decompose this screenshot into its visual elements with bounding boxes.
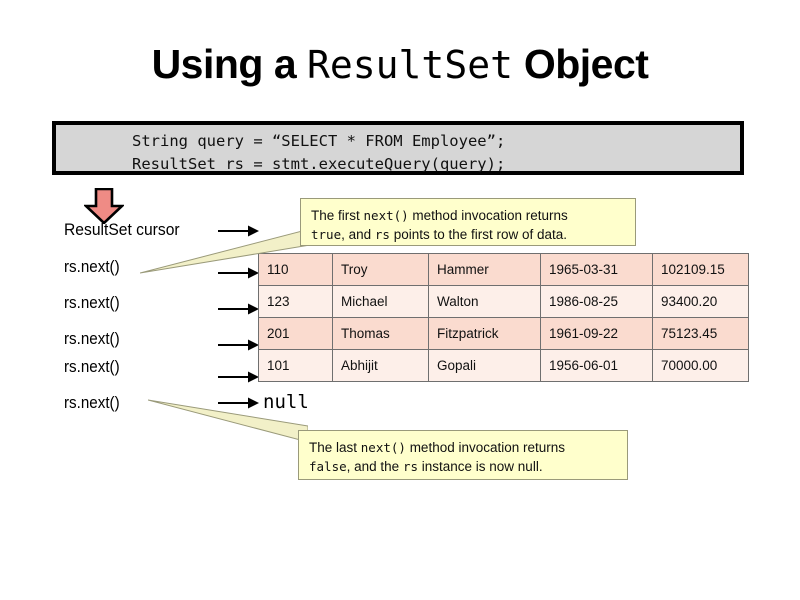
resultset-cursor-label: ResultSet cursor bbox=[64, 220, 180, 239]
cell-date: 1965-03-31 bbox=[540, 253, 653, 286]
cell-date: 1986-08-25 bbox=[540, 285, 653, 318]
callout-last-mono-rs: rs bbox=[402, 459, 418, 474]
callout-first-mono-next: next() bbox=[363, 208, 409, 223]
right-arrow-icon-row-3 bbox=[218, 339, 259, 351]
callout-last-text-d: instance is now null. bbox=[418, 459, 543, 474]
callout-last-next: The last next() method invocation return… bbox=[298, 430, 628, 480]
rs-next-label-4: rs.next() bbox=[64, 358, 120, 376]
table-row: 101 Abhijit Gopali 1956-06-01 70000.00 bbox=[258, 349, 749, 382]
cell-id: 123 bbox=[258, 285, 333, 318]
callout-first-next: The first next() method invocation retur… bbox=[300, 198, 636, 246]
title-suffix: Object bbox=[512, 41, 649, 87]
cell-id: 201 bbox=[258, 317, 333, 350]
rs-next-label-5: rs.next() bbox=[64, 394, 120, 412]
callout-first-line-1: The first next() method invocation retur… bbox=[311, 206, 625, 225]
table-body: 110 Troy Hammer 1965-03-31 102109.15 123… bbox=[258, 253, 749, 382]
code-block: String query = “SELECT * FROM Employee”;… bbox=[52, 121, 744, 175]
right-arrow-icon-null bbox=[218, 397, 259, 409]
cell-lastname: Hammer bbox=[428, 253, 541, 286]
rs-next-label-2: rs.next() bbox=[64, 294, 120, 312]
callout-last-mono-false: false bbox=[309, 459, 347, 474]
callout-first-text-a: The first bbox=[311, 208, 364, 223]
cell-firstname: Troy bbox=[332, 253, 429, 286]
cell-firstname: Michael bbox=[332, 285, 429, 318]
rs-next-label-3: rs.next() bbox=[64, 330, 120, 348]
cell-id: 110 bbox=[258, 253, 333, 286]
cell-salary: 102109.15 bbox=[652, 253, 749, 286]
callout-last-text-a: The last bbox=[309, 440, 361, 455]
cell-firstname: Abhijit bbox=[332, 349, 429, 382]
callout-last-line-2: false, and the rs instance is now null. bbox=[309, 457, 617, 476]
cell-lastname: Fitzpatrick bbox=[428, 317, 541, 350]
callout-last-mono-next: next() bbox=[360, 440, 406, 455]
callout-first-text-d: points to the first row of data. bbox=[389, 227, 568, 242]
title-mono-resultset: ResultSet bbox=[307, 43, 513, 87]
cell-id: 101 bbox=[258, 349, 333, 382]
rs-next-label-1: rs.next() bbox=[64, 258, 120, 276]
table-row: 110 Troy Hammer 1965-03-31 102109.15 bbox=[258, 253, 749, 286]
code-line-1: String query = “SELECT * FROM Employee”; bbox=[132, 132, 506, 150]
cell-date: 1956-06-01 bbox=[540, 349, 653, 382]
table-row: 201 Thomas Fitzpatrick 1961-09-22 75123.… bbox=[258, 317, 749, 350]
callout-last-text-b: method invocation returns bbox=[405, 440, 566, 455]
right-arrow-icon-row-2 bbox=[218, 303, 259, 315]
null-result-text: null bbox=[263, 391, 309, 413]
right-arrow-icon-row-4 bbox=[218, 371, 259, 383]
cell-lastname: Walton bbox=[428, 285, 541, 318]
callout-last-text-c: , and the bbox=[346, 459, 403, 474]
cursor-down-arrow-icon bbox=[84, 188, 124, 224]
title-prefix: Using a bbox=[151, 41, 308, 87]
callout-last-line-1: The last next() method invocation return… bbox=[309, 438, 617, 457]
cell-salary: 93400.20 bbox=[652, 285, 749, 318]
callout-first-line-2: true, and rs points to the first row of … bbox=[311, 225, 625, 244]
page-title: Using a ResultSet Object bbox=[0, 41, 800, 87]
cell-salary: 70000.00 bbox=[652, 349, 749, 382]
callout-first-text-b: method invocation returns bbox=[408, 208, 568, 223]
table-row: 123 Michael Walton 1986-08-25 93400.20 bbox=[258, 285, 749, 318]
code-line-2: ResultSet rs = stmt.executeQuery(query); bbox=[132, 155, 506, 173]
cell-salary: 75123.45 bbox=[652, 317, 749, 350]
callout-first-mono-rs: rs bbox=[374, 227, 390, 242]
right-arrow-icon-cursor bbox=[218, 225, 259, 237]
callout-first-text-c: , and bbox=[341, 227, 375, 242]
cell-lastname: Gopali bbox=[428, 349, 541, 382]
right-arrow-icon-row-1 bbox=[218, 267, 259, 279]
cell-date: 1961-09-22 bbox=[540, 317, 653, 350]
cell-firstname: Thomas bbox=[332, 317, 429, 350]
employee-result-table: 110 Troy Hammer 1965-03-31 102109.15 123… bbox=[258, 253, 749, 382]
callout-first-mono-true: true bbox=[311, 227, 342, 242]
